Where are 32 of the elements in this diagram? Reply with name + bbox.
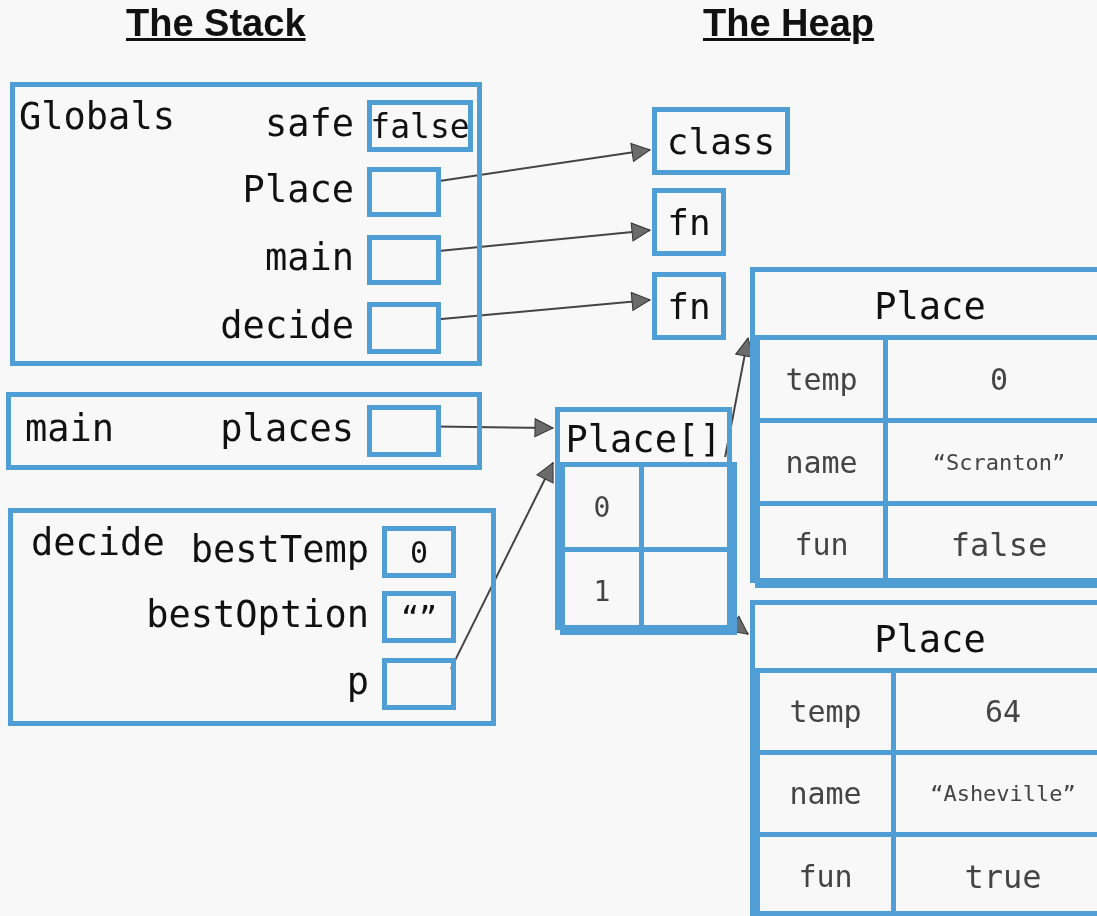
- section-heading: The Stack: [126, 2, 306, 45]
- variable-name: places: [220, 407, 354, 450]
- object-table: [750, 600, 1097, 916]
- section-heading: The Heap: [703, 2, 875, 45]
- heap-object: fn: [652, 188, 726, 256]
- variable-name: safe: [264, 102, 354, 145]
- arrow: [450, 461, 554, 670]
- frame-title: decide: [31, 521, 165, 564]
- frame-title: main: [25, 407, 115, 450]
- stack-frame: [8, 508, 496, 726]
- variable-slot: 0: [382, 526, 456, 578]
- variable-slot: “”: [382, 591, 456, 643]
- variable-name: Place: [242, 168, 354, 211]
- stack-frame: [6, 392, 482, 470]
- variable-name: bestTemp: [190, 528, 369, 571]
- variable-slot: [367, 405, 441, 457]
- variable-slot: false: [367, 100, 473, 152]
- variable-slot: [382, 658, 456, 710]
- header-cell-text: Place: [873, 616, 987, 663]
- variable-slot: [367, 235, 441, 285]
- variable-name: main: [264, 236, 354, 279]
- stack-frame: [10, 82, 482, 366]
- heap-object: class: [652, 107, 790, 175]
- variable-name: bestOption: [146, 593, 369, 636]
- variable-name: p: [346, 660, 369, 703]
- variable-slot: [367, 167, 441, 217]
- heap-object: fn: [652, 272, 726, 340]
- frame-title: Globals: [19, 95, 175, 138]
- variable-name: decide: [220, 304, 354, 347]
- header-cell-text: Place[]: [564, 417, 723, 463]
- variable-slot: [367, 302, 441, 354]
- header-cell-text: Place: [873, 283, 987, 330]
